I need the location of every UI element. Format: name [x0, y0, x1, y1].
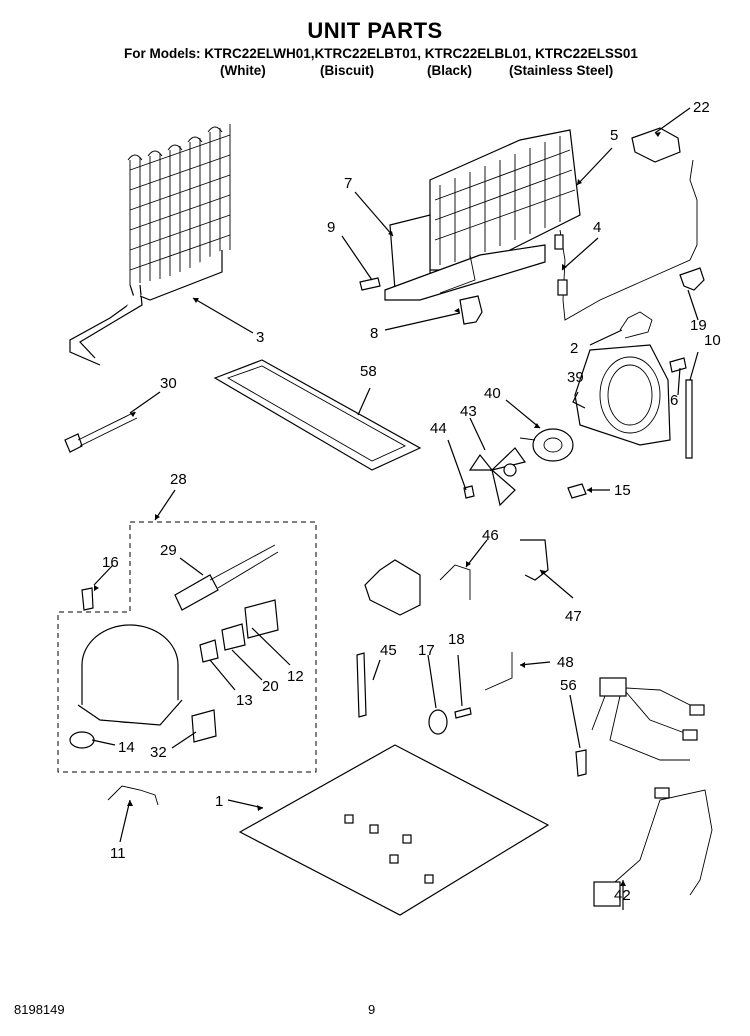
callout-47: 47 [565, 608, 582, 625]
roller-part-17 [428, 709, 448, 735]
page-title: UNIT PARTS [307, 18, 443, 43]
variant-biscuit: (Biscuit) [320, 63, 374, 78]
callout-45: 45 [380, 642, 397, 659]
heater-part-30 [64, 411, 138, 453]
tube-part-46b [439, 564, 471, 600]
callout-39: 39 [567, 369, 584, 386]
callout-17: 17 [418, 642, 435, 659]
thermistor-connector [554, 234, 564, 250]
callout-22: 22 [693, 99, 710, 116]
clip-part-19 [679, 267, 705, 291]
condenser-coil-part-3 [69, 124, 231, 366]
grommet-part-14 [69, 731, 95, 749]
arrowheads [94, 132, 661, 886]
cap-part-22 [631, 127, 681, 163]
bracket-part-8 [459, 295, 483, 325]
callout-11: 11 [110, 845, 126, 862]
rod-part-48 [484, 652, 513, 691]
pin-part-45 [356, 652, 367, 718]
callout-20: 20 [262, 678, 279, 695]
callout-8: 8 [370, 325, 378, 342]
callout-32: 32 [150, 744, 167, 761]
callout-28: 28 [170, 471, 187, 488]
callout-44: 44 [430, 420, 447, 437]
document-number: 8198149 [14, 1002, 65, 1017]
drain-tray-part-58 [213, 359, 422, 471]
fan-blade-part-43 [468, 447, 527, 507]
callout-10: 10 [704, 332, 721, 349]
callout-16: 16 [102, 554, 119, 571]
callout-13: 13 [236, 692, 253, 709]
variant-black: (Black) [427, 63, 473, 78]
grommet-part-15 [567, 483, 587, 499]
callout-labels: 22 5 7 9 4 8 3 2 19 10 58 30 39 40 6 43 … [102, 99, 721, 904]
callout-9: 9 [327, 219, 335, 236]
callout-19: 19 [690, 317, 707, 334]
compressor [77, 624, 183, 726]
callout-56: 56 [560, 677, 577, 694]
callout-4: 4 [593, 219, 601, 236]
fan-shroud-part-39 [574, 344, 671, 446]
capacitor-part-32 [191, 709, 217, 743]
callout-48: 48 [557, 654, 574, 671]
callout-58: 58 [360, 363, 377, 380]
callout-46: 46 [482, 527, 499, 544]
callout-1: 1 [215, 793, 223, 810]
screw-part-9 [359, 277, 381, 291]
callout-3: 3 [256, 329, 264, 346]
thermistor-sensor [557, 279, 568, 296]
relay-part-12 [244, 599, 279, 639]
bolt-part-16 [81, 587, 94, 611]
tube-part-47 [520, 539, 549, 581]
filter-drier-part-29 [174, 544, 279, 611]
callout-40: 40 [484, 385, 501, 402]
callout-6: 6 [670, 392, 678, 409]
callout-29: 29 [160, 542, 177, 559]
washer-part-44 [463, 485, 475, 499]
clip-part-11 [107, 785, 159, 806]
screw-part-18 [454, 707, 472, 719]
fan-motor-part-40 [519, 428, 574, 462]
callout-14: 14 [118, 739, 135, 756]
callout-7: 7 [344, 175, 352, 192]
callout-18: 18 [448, 631, 465, 648]
page-number: 9 [368, 1002, 376, 1017]
wire-part-2 [619, 311, 653, 339]
strip-part-10 [685, 379, 693, 459]
screw-part-6 [669, 357, 687, 373]
variant-white: (White) [220, 63, 266, 78]
kit-outline-part-28 [57, 521, 317, 773]
leader-lines [91, 107, 699, 910]
callout-43: 43 [460, 403, 477, 420]
callout-2: 2 [570, 340, 578, 357]
callout-15: 15 [614, 482, 631, 499]
evaporator-part-5 [384, 129, 581, 301]
base-plate-part-1 [238, 744, 550, 916]
variant-stainless: (Stainless Steel) [509, 63, 614, 78]
callout-12: 12 [287, 668, 304, 685]
model-variants: (White) (Biscuit) (Black) (Stainless Ste… [124, 63, 724, 81]
callout-42: 42 [614, 887, 631, 904]
clip-part-20 [221, 623, 246, 651]
tube-part-46 [364, 559, 421, 616]
screw-part-56 [575, 749, 587, 777]
thermistor-wire-part-4 [559, 159, 698, 321]
wiring-harness-part-42 [591, 677, 713, 907]
callout-30: 30 [160, 375, 177, 392]
callout-5: 5 [610, 127, 618, 144]
models-line: For Models: KTRC22ELWH01,KTRC22ELBT01, K… [124, 46, 638, 61]
overload-part-13 [199, 639, 219, 663]
